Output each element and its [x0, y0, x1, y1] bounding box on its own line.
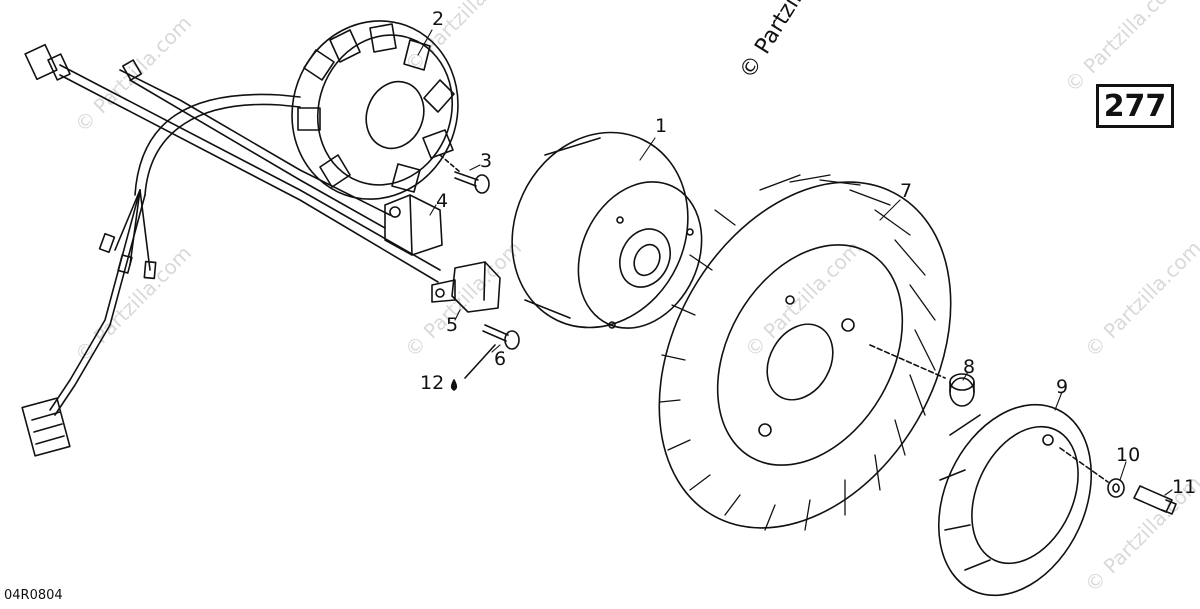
callout-5: 5: [446, 314, 459, 336]
callout-8: 8: [963, 356, 976, 378]
washer-10: [1059, 447, 1125, 498]
bolt-11: [1133, 485, 1177, 515]
sleeve-8: [949, 373, 975, 407]
callout-10: 10: [1116, 444, 1141, 466]
callout-1: 1: [655, 115, 668, 137]
callout-9: 9: [1056, 376, 1069, 398]
page-number-box: 277: [1096, 84, 1174, 128]
stator: [291, 20, 459, 200]
callout-2: 2: [432, 8, 445, 30]
callout-12: 12: [420, 372, 445, 394]
screw-6: [482, 324, 520, 350]
callout-4: 4: [436, 190, 449, 212]
ring-9: [937, 403, 1093, 597]
rotor: [511, 131, 703, 329]
fan: [658, 174, 952, 531]
screw-3: [439, 154, 490, 194]
callout-11: 11: [1172, 476, 1197, 498]
trigger-coil-5: [431, 261, 501, 313]
callout-7: 7: [900, 180, 913, 202]
wiring-harness: [21, 43, 441, 457]
callout-6: 6: [494, 348, 507, 370]
leader-lines: [417, 29, 1173, 496]
diagram-code: 04R0804: [4, 588, 63, 603]
oil-drop-icon: [450, 379, 458, 391]
callout-3: 3: [480, 150, 493, 172]
trigger-coil-4: [384, 194, 443, 256]
leader-12: [464, 344, 496, 379]
